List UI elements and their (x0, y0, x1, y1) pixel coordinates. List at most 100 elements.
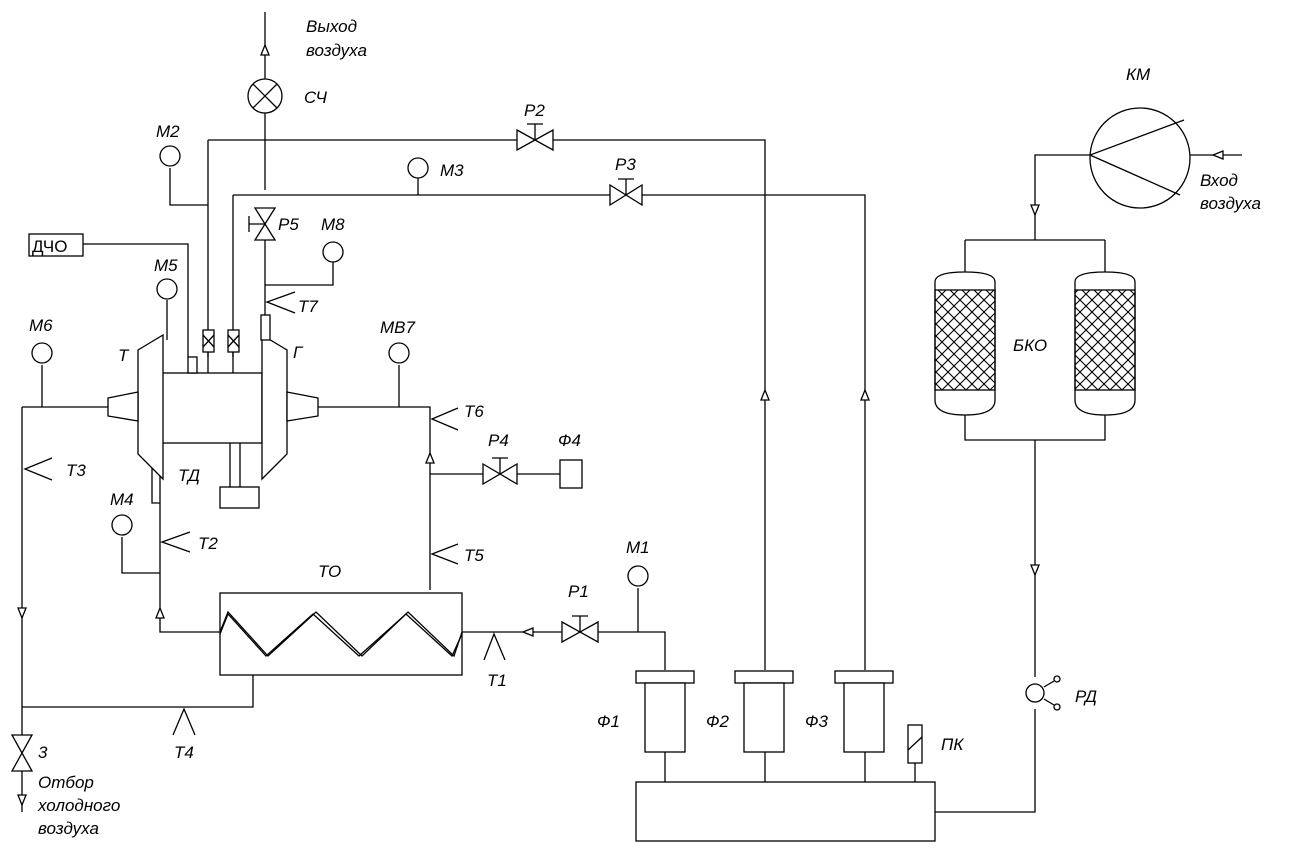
arrow-up-out (260, 43, 270, 56)
td-base (219, 486, 260, 509)
label-p2: Р2 (524, 101, 545, 120)
label-rd: РД (1075, 687, 1097, 706)
label-cold-2: холодного (37, 796, 120, 815)
thermo-t4 (172, 707, 196, 736)
thermo-t3 (23, 457, 53, 481)
labels: Выход воздуха СЧ КМ Вход воздуха М1 М2 М… (29, 17, 1261, 838)
turbine-t (137, 333, 164, 481)
valve-p2 (516, 123, 554, 152)
label-t1: Т1 (487, 671, 507, 690)
flow-meter-sch (247, 78, 283, 114)
filter-f1 (635, 670, 695, 753)
filters (635, 670, 894, 753)
label-sch: СЧ (304, 88, 328, 107)
gauge-m8 (322, 241, 344, 263)
valve-p4 (482, 457, 518, 486)
label-turbine-t: Т (118, 346, 130, 365)
dryer-right (1074, 271, 1136, 416)
label-air-out-1: Выход (306, 17, 357, 36)
label-t4: Т4 (174, 743, 194, 762)
gauge-m3 (407, 157, 429, 179)
gauges (31, 145, 649, 587)
label-mv7: МВ7 (380, 318, 416, 337)
label-generator-g: Г (293, 343, 304, 362)
label-f2: Ф2 (706, 712, 730, 731)
valve-p3 (609, 178, 643, 207)
label-bko: БКО (1013, 336, 1047, 355)
thermo-t2 (160, 531, 191, 553)
gauge-m4 (111, 514, 133, 536)
label-m4: М4 (110, 490, 134, 509)
safety-valve-pk (907, 724, 923, 764)
label-cold-1: Отбор (38, 773, 94, 792)
label-p5: Р5 (278, 215, 299, 234)
arrow-up-to (155, 606, 165, 619)
filter-f3 (834, 670, 894, 753)
valve-p1 (561, 615, 599, 644)
label-m5: М5 (154, 256, 178, 275)
label-valve-3: 3 (38, 743, 48, 762)
label-to: ТО (318, 562, 341, 581)
generator-nozzle (286, 391, 319, 422)
port-3 (260, 314, 271, 341)
thermo-t5 (430, 543, 459, 565)
label-t7: Т7 (298, 297, 318, 316)
arrow-down-km (1030, 204, 1040, 217)
label-m2: М2 (156, 122, 180, 141)
label-km: КМ (1126, 65, 1151, 84)
label-t3: Т3 (66, 461, 86, 480)
arrow-down-left (17, 607, 27, 620)
label-m3: М3 (440, 161, 464, 180)
turbodetander (107, 314, 319, 509)
generator-g (261, 333, 288, 481)
label-cold-3: воздуха (38, 819, 99, 838)
td-body (159, 372, 263, 444)
flow-arrows (17, 43, 1224, 807)
label-m8: М8 (321, 215, 345, 234)
label-m1: М1 (626, 538, 650, 557)
label-m6: М6 (29, 316, 53, 335)
turbine-nozzle (107, 391, 139, 422)
gauge-m1 (627, 565, 649, 587)
label-td: ТД (178, 466, 200, 485)
filter-f4 (559, 459, 583, 489)
arrow-up-f3 (860, 388, 870, 401)
gauge-m2 (159, 145, 181, 167)
thermo-t7 (265, 291, 296, 314)
dcho-box (28, 233, 84, 257)
gauge-m6 (31, 342, 53, 364)
pressure-regulator-rd (1025, 675, 1061, 711)
gauge-mv7 (388, 342, 410, 364)
pipelines (21, 12, 1242, 813)
label-t2: Т2 (198, 534, 218, 553)
filter-f2 (734, 670, 794, 753)
thermo-t6 (430, 407, 459, 431)
thermo-t1 (483, 632, 506, 661)
dryer-left (934, 271, 996, 416)
thermocouples (23, 291, 506, 736)
label-air-in-2: воздуха (1200, 194, 1261, 213)
gauge-m5 (156, 278, 178, 300)
arrow-up-td (425, 451, 435, 464)
label-f3: Ф3 (805, 712, 829, 731)
label-p3: Р3 (615, 155, 636, 174)
arrow-left-air-in (1211, 150, 1224, 160)
heat-exchanger-to (219, 592, 463, 676)
compressor-km (1088, 107, 1191, 209)
label-p1: Р1 (568, 582, 589, 601)
label-air-in-1: Вход (1200, 171, 1238, 190)
arrow-down-cold (17, 794, 27, 807)
label-f4: Ф4 (558, 431, 581, 450)
manifold (635, 781, 936, 842)
label-f1: Ф1 (597, 712, 620, 731)
valve-p5 (248, 207, 277, 241)
label-t6: Т6 (464, 402, 484, 421)
label-t5: Т5 (464, 546, 484, 565)
dryer-bko (934, 271, 1136, 416)
label-air-out-2: воздуха (306, 41, 367, 60)
label-dcho: ДЧО (32, 237, 68, 256)
label-pk: ПК (941, 735, 964, 754)
valve-3 (10, 734, 34, 772)
arrow-down-rd (1030, 564, 1040, 577)
